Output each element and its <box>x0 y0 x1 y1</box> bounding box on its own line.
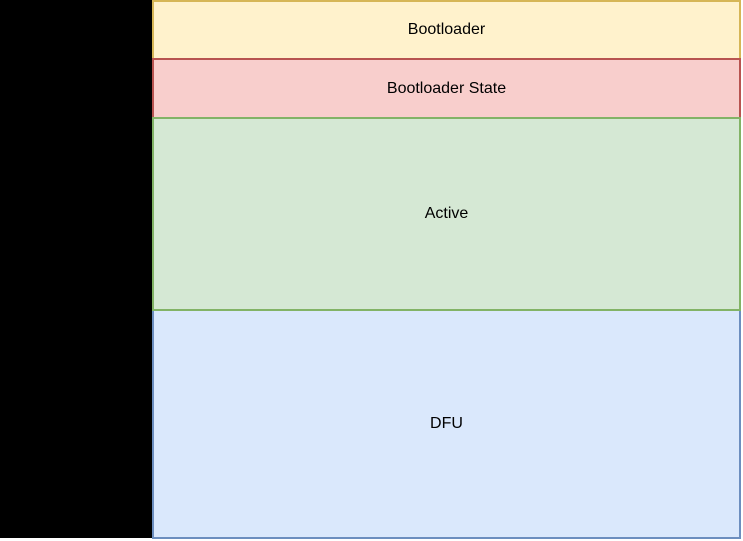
memory-block-dfu-label: DFU <box>430 415 463 433</box>
memory-block-bootloader-label: Bootloader <box>407 21 486 39</box>
memory-block-active: Active <box>152 117 741 311</box>
memory-map-diagram: Bootloader Bootloader State Active DFU <box>152 0 741 539</box>
memory-block-bootloader: Bootloader <box>152 0 741 60</box>
black-filler-region <box>0 0 152 538</box>
memory-block-dfu: DFU <box>152 309 741 539</box>
memory-block-active-label: Active <box>424 205 469 223</box>
memory-block-bootloader-state-label: Bootloader State <box>386 79 507 97</box>
memory-block-bootloader-state: Bootloader State <box>152 58 741 119</box>
